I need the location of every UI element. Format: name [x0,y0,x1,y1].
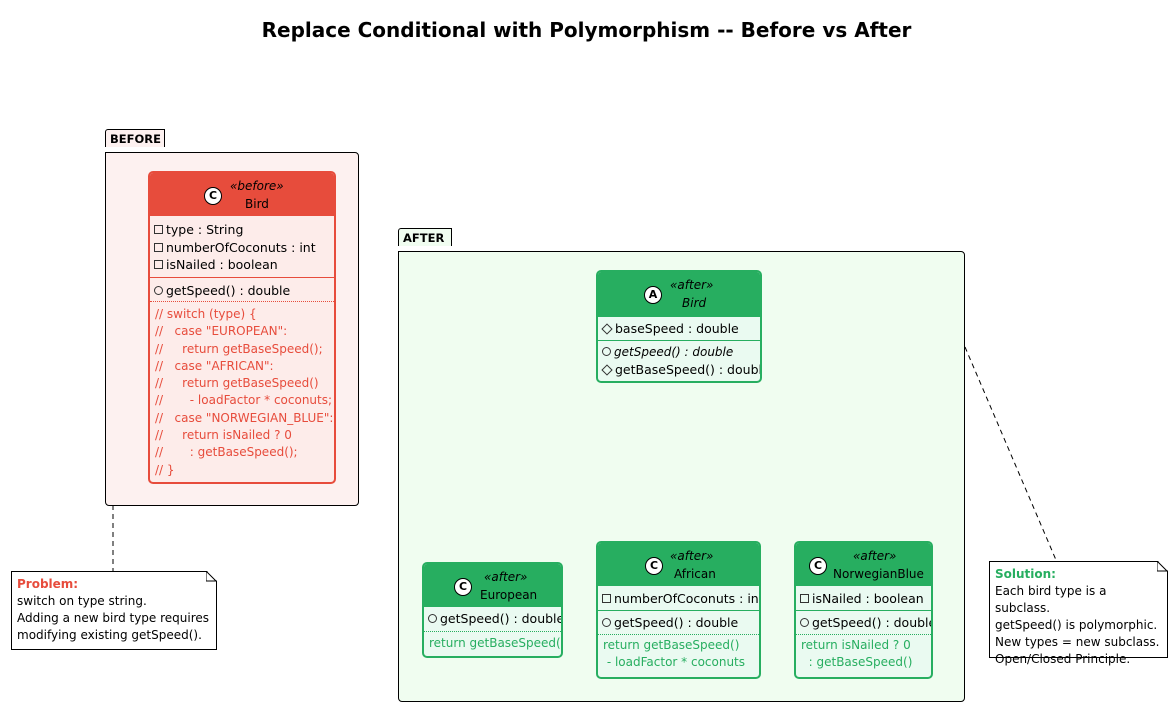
class-icon: C [204,187,222,205]
public-icon [800,617,809,627]
abstract-class-icon: A [644,286,662,304]
solution-note: Solution: Each bird type is a subclass. … [989,561,1168,666]
before-bird-methods: getSpeed() : double [150,276,334,302]
solution-label: Solution: [995,567,1056,581]
after-package-tab: AFTER [398,228,452,246]
code-snippet: return getBaseSpeed() - loadFactor * coc… [603,638,746,670]
public-icon [602,346,611,356]
european-methods: getSpeed() : double [424,606,561,631]
class-icon: C [454,578,472,596]
method-row: getSpeed() : double [154,282,330,300]
after-bird-fields: baseSpeed : double [598,316,760,340]
before-package-label: BEFORE [110,132,161,146]
norwegian-blue-name: NorwegianBlue [833,567,924,581]
african-name: African [674,567,716,581]
public-icon [602,617,611,627]
before-bird-code: // switch (type) { // case "EUROPEAN": /… [150,301,334,482]
problem-line: modifying existing getSpeed(). [17,628,202,642]
african-fields: numberOfCoconuts : int [598,585,759,610]
method-row: getSpeed() : double [800,614,931,632]
before-bird-stereotype: «before» [230,179,284,193]
before-bird-name: Bird [245,197,269,211]
african-stereotype: «after» [670,549,714,563]
norwegian-blue-methods: getSpeed() : double [796,609,931,635]
solution-line: Each bird type is a subclass. [995,584,1107,615]
european-header: C «after» European [424,564,561,606]
african-header: C «after» African [598,543,759,585]
code-snippet: return isNailed ? 0 : getBaseSpeed() [801,638,913,670]
private-icon [154,260,163,269]
solution-line: Open/Closed Principle. [995,652,1131,666]
note-fold-icon [1157,561,1168,572]
protected-icon [601,322,613,335]
european-class[interactable]: C «after» European getSpeed() : double r… [422,562,563,658]
after-bird-class[interactable]: A «after» Bird baseSpeed : double getSpe… [596,270,762,383]
field-row: type : String [154,221,330,239]
after-bird-methods: getSpeed() : double getBaseSpeed() : dou… [598,339,760,382]
note-fold-icon [206,571,217,582]
after-package-label: AFTER [403,231,445,245]
private-icon [154,225,163,234]
african-code: return getBaseSpeed() - loadFactor * coc… [598,634,759,674]
field-row: isNailed : boolean [154,256,330,274]
problem-line: Adding a new bird type requires [17,611,210,625]
class-icon: C [645,557,663,575]
european-code: return getBaseSpeed() [424,630,563,655]
method-row: getSpeed() : double [602,614,755,632]
african-class[interactable]: C «after» African numberOfCoconuts : int… [596,541,761,679]
code-comment: // switch (type) { // case "EUROPEAN": /… [155,307,334,477]
before-bird-fields: type : String numberOfCoconuts : int isN… [150,215,334,277]
norwegian-blue-header: C «after» NorwegianBlue [796,543,931,585]
norwegian-blue-class[interactable]: C «after» NorwegianBlue isNailed : boole… [794,541,933,679]
field-row: baseSpeed : double [601,320,756,338]
problem-note: Problem: switch on type string. Adding a… [11,571,217,650]
problem-line: switch on type string. [17,594,147,608]
diagram-title: Replace Conditional with Polymorphism --… [261,18,912,42]
norwegian-blue-code: return isNailed ? 0 : getBaseSpeed() [796,634,931,674]
private-icon [154,242,163,252]
code-snippet: return getBaseSpeed() [429,635,563,650]
norwegian-blue-stereotype: «after» [853,549,897,563]
norwegian-blue-fields: isNailed : boolean [796,585,931,610]
method-row: getSpeed() : double [602,344,756,362]
before-bird-class[interactable]: C «before» Bird type : String numberOfCo… [148,171,336,484]
european-stereotype: «after» [484,570,528,584]
after-bird-name: Bird [682,296,707,310]
method-row: getSpeed() : double [428,610,561,628]
method-row: getBaseSpeed() : double [601,361,760,379]
public-icon [428,614,437,623]
solution-line: New types = new subclass. [995,635,1160,649]
solution-line: getSpeed() is polymorphic. [995,618,1158,632]
problem-label: Problem: [17,577,79,591]
after-bird-stereotype: «after» [670,278,714,292]
protected-icon [601,363,613,376]
before-package-tab: BEFORE [105,129,165,147]
field-row: isNailed : boolean [800,590,927,608]
solution-note-link [964,346,1057,561]
private-icon [800,594,809,603]
african-methods: getSpeed() : double [598,609,759,635]
before-bird-header: C «before» Bird [150,173,334,215]
after-bird-header: A «after» Bird [598,272,760,316]
european-name: European [480,588,538,602]
private-icon [602,594,611,603]
public-icon [154,285,163,295]
class-icon: C [809,557,827,575]
field-row: numberOfCoconuts : int [154,239,330,257]
field-row: numberOfCoconuts : int [602,590,759,608]
